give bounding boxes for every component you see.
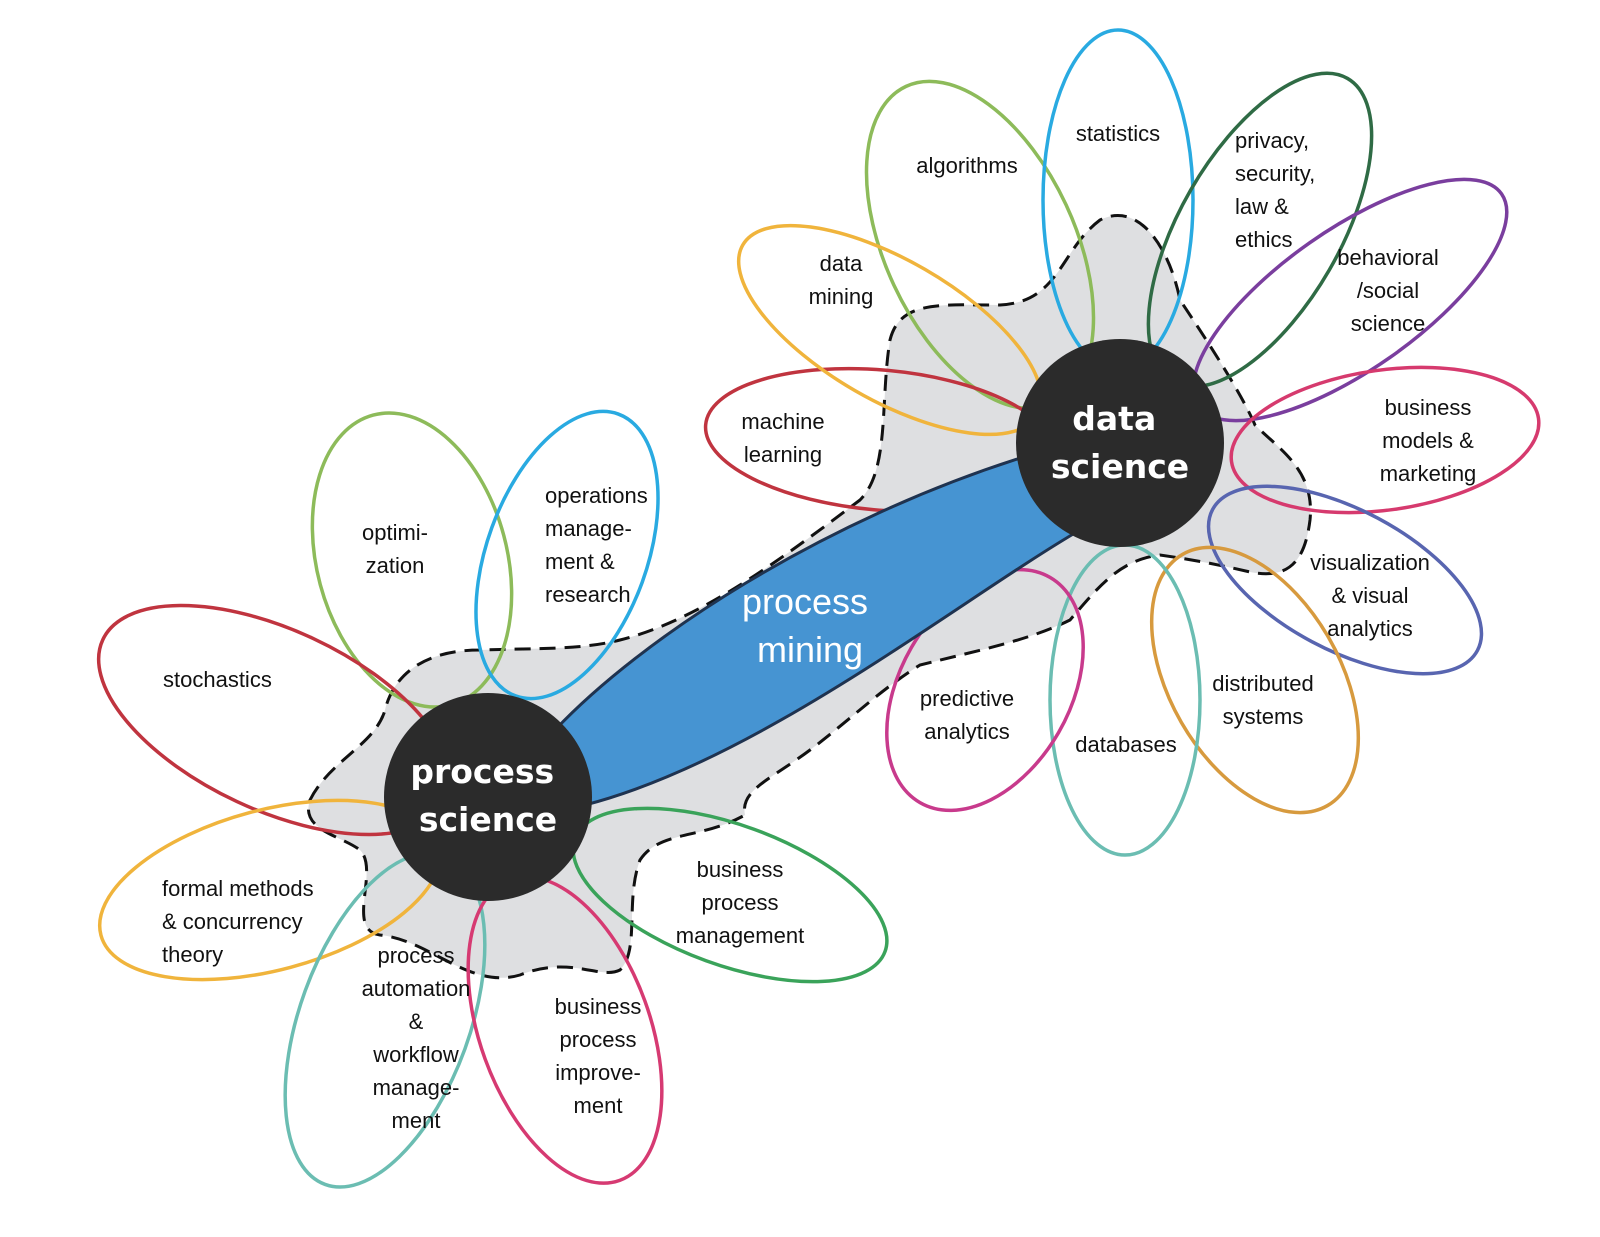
data-science-label-behavioral-line-1: behavioral [1337, 245, 1439, 270]
data-science-label-data-mining-line-1: data [820, 251, 864, 276]
data-science-label-visualization-line-2: & visual [1331, 583, 1408, 608]
data-science-hub [1016, 339, 1224, 547]
process-science-hub-label: process science [410, 752, 565, 839]
process-science-label-process-automation-line-1: process [377, 943, 454, 968]
data-science-petal-predictive [885, 567, 1085, 813]
process-science-label-bp-management: business process management [676, 857, 804, 948]
data-science-label-visualization-line-1: visualization [1310, 550, 1430, 575]
data-science-label-machine-learning-line-2: learning [744, 442, 822, 467]
process-science-label-operations-line-2: manage- [545, 516, 632, 541]
data-science-label-data-mining-line-2: mining [809, 284, 874, 309]
data-science-label-databases-line-1: databases [1075, 732, 1177, 757]
process-science-label-operations-line-4: research [545, 582, 631, 607]
process-science-label-operations-line-3: ment & [545, 549, 615, 574]
process-science-label-optimization-line-1: optimi- [362, 520, 428, 545]
process-science-label-bp-improvement-line-3: improve- [555, 1060, 641, 1085]
process-science-label-bp-management-line-3: management [676, 923, 804, 948]
process-science-label-process-automation: process automation & workflow manage-ment [362, 943, 471, 1133]
data-science-label-machine-learning: machine learning [741, 409, 824, 467]
data-science-label-business-models: business models & marketing [1380, 395, 1477, 486]
process-science-label-bp-management-line-1: business [697, 857, 784, 882]
data-science-hub-line-1: data [1072, 399, 1156, 438]
process-science-hub-line-2: science [419, 800, 557, 839]
data-science-petal-distributed [1149, 545, 1361, 815]
data-science-label-privacy-line-3: law & [1235, 194, 1289, 219]
process-science-label-bp-management-line-2: process [701, 890, 778, 915]
data-science-label-behavioral: behavioral/social science [1337, 245, 1439, 336]
data-science-label-visualization-line-3: analytics [1327, 616, 1413, 641]
data-science-label-business-models-line-3: marketing [1380, 461, 1477, 486]
process-science-hub [384, 693, 592, 901]
data-science-label-privacy-line-1: privacy, [1235, 128, 1309, 153]
process-science-label-process-automation-line-5: manage- [373, 1075, 460, 1100]
data-science-label-statistics-line-1: statistics [1076, 121, 1160, 146]
data-science-label-privacy: privacy, security, law & ethics [1235, 128, 1315, 252]
process-science-label-bp-improvement-line-4: ment [574, 1093, 623, 1118]
data-science-label-machine-learning-line-1: machine [741, 409, 824, 434]
process-science-label-optimization: optimi-zation [362, 520, 428, 578]
data-science-petal-visualization [1206, 484, 1484, 676]
process-science-label-bp-improvement-line-2: process [559, 1027, 636, 1052]
data-science-label-behavioral-line-3: science [1351, 311, 1426, 336]
data-science-label-privacy-line-4: ethics [1235, 227, 1292, 252]
data-science-label-privacy-line-2: security, [1235, 161, 1315, 186]
process-science-label-process-automation-line-3: & [409, 1009, 424, 1034]
data-science-label-predictive: predictive analytics [920, 686, 1014, 744]
process-science-label-stochastics-line-1: stochastics [163, 667, 272, 692]
process-science-label-formal-methods: formal methods & concurrency theory [162, 876, 314, 967]
data-science-label-algorithms-line-1: algorithms [916, 153, 1017, 178]
data-science-label-predictive-line-1: predictive [920, 686, 1014, 711]
data-science-petal-business-models [1229, 365, 1541, 515]
process-science-label-stochastics: stochastics [163, 667, 272, 692]
process-science-label-formal-methods-line-2: & concurrency [162, 909, 303, 934]
process-science-label-operations-line-1: operations [545, 483, 648, 508]
process-mining-line-2: mining [757, 629, 863, 670]
petal-labels: optimi-zation operations manage-ment & rese… [162, 121, 1476, 1133]
process-science-label-formal-methods-line-3: theory [162, 942, 223, 967]
data-science-hub-line-2: science [1051, 447, 1189, 486]
process-science-label-bp-improvement-line-1: business [555, 994, 642, 1019]
process-science-label-bp-improvement: business process improve-ment [555, 994, 642, 1118]
data-science-label-business-models-line-2: models & [1382, 428, 1474, 453]
process-science-label-operations: operations manage-ment & research [545, 483, 648, 607]
process-science-label-formal-methods-line-1: formal methods [162, 876, 314, 901]
data-science-label-behavioral-line-2: /social [1357, 278, 1419, 303]
process-science-label-process-automation-line-6: ment [392, 1108, 441, 1133]
process-science-hub-line-1: process [410, 752, 554, 791]
data-science-label-distributed-line-2: systems [1223, 704, 1304, 729]
data-science-label-distributed-line-1: distributed [1212, 671, 1314, 696]
data-science-label-distributed: distributed systems [1212, 671, 1314, 729]
process-science-petal-operations [474, 409, 660, 701]
data-science-label-data-mining: data mining [809, 251, 874, 309]
data-science-label-visualization: visualization & visual analytics [1310, 550, 1430, 641]
process-mining-line-1: process [742, 581, 868, 622]
data-science-label-statistics: statistics [1076, 121, 1160, 146]
data-science-hub-label: data science [1051, 399, 1189, 486]
data-science-label-databases: databases [1075, 732, 1177, 757]
data-science-label-predictive-line-2: analytics [924, 719, 1010, 744]
process-science-label-process-automation-line-2: automation [362, 976, 471, 1001]
process-mining-label: process mining [742, 581, 878, 670]
process-science-label-process-automation-line-4: workflow [372, 1042, 459, 1067]
process-science-label-optimization-line-2: zation [366, 553, 425, 578]
data-science-label-algorithms: algorithms [916, 153, 1017, 178]
data-science-label-business-models-line-1: business [1385, 395, 1472, 420]
